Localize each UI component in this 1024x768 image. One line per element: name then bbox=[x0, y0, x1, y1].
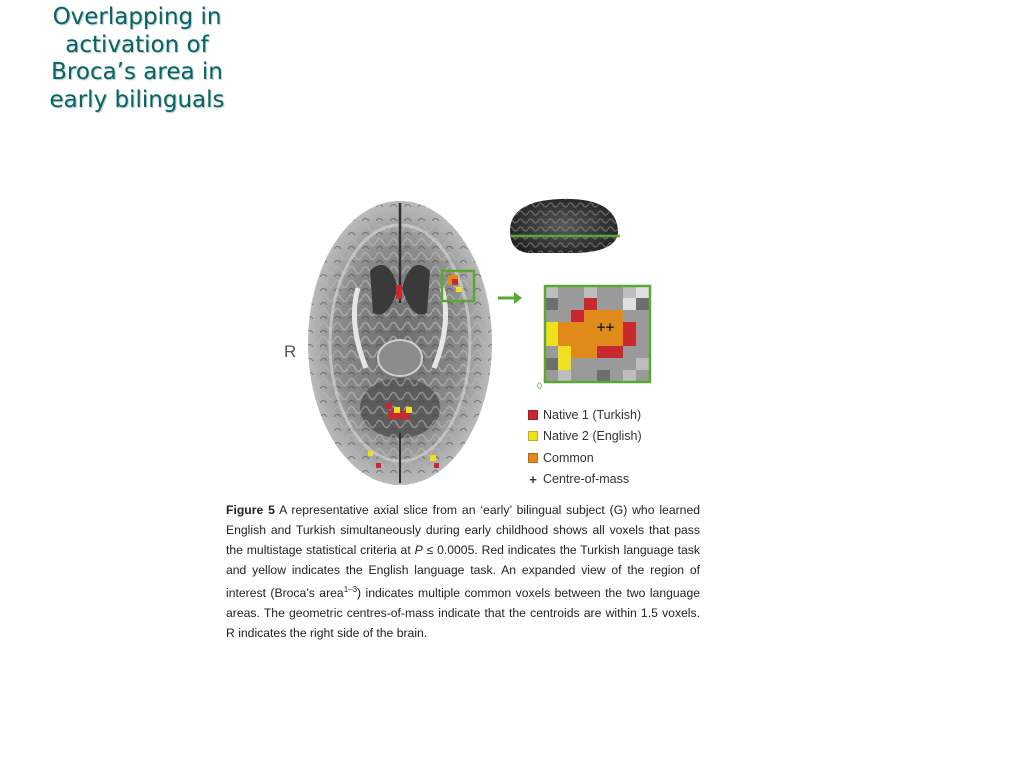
caption-text-2: ≤ 0.0005. Red indicates the Turkish lang… bbox=[226, 543, 700, 601]
figure-number: Figure 5 bbox=[226, 503, 275, 517]
zoom-arrow-icon bbox=[498, 292, 522, 304]
caption-text-1: A representative axial slice from an ‘ea… bbox=[226, 503, 700, 557]
reference-superscript: 1–3 bbox=[343, 585, 358, 594]
legend-label: Native 2 (English) bbox=[543, 429, 642, 444]
roi-box bbox=[440, 269, 476, 303]
plus-icon: + bbox=[529, 471, 537, 487]
english-swatch-icon bbox=[528, 431, 538, 442]
turkish-swatch-icon bbox=[528, 409, 538, 420]
p-symbol: P bbox=[414, 543, 423, 557]
figure-panel: + + 0 R Native 1 (Turkish) Native 2 (Eng… bbox=[278, 193, 718, 493]
axial-brain-slice bbox=[308, 201, 492, 485]
sagittal-brain-thumbnail bbox=[510, 198, 620, 253]
right-side-label: R bbox=[284, 342, 297, 361]
legend-item-centre-of-mass: + Centre-of-mass bbox=[528, 469, 642, 491]
slide-title: Overlapping in activation of Broca’s are… bbox=[49, 4, 225, 113]
legend-label: Native 1 (Turkish) bbox=[543, 407, 642, 422]
legend: Native 1 (Turkish) Native 2 (English) Co… bbox=[528, 404, 642, 490]
inset-axis-label: 0 bbox=[537, 381, 542, 391]
legend-label: Common bbox=[543, 450, 594, 465]
svg-text:+: + bbox=[605, 320, 615, 334]
legend-item-common: Common bbox=[528, 447, 642, 469]
common-swatch-icon bbox=[528, 452, 538, 463]
expanded-roi-grid: + + 0 bbox=[537, 284, 652, 391]
figure-caption: Figure 5 A representative axial slice fr… bbox=[226, 500, 700, 643]
activation-voxels bbox=[368, 275, 462, 468]
legend-label: Centre-of-mass bbox=[543, 472, 630, 487]
brain-scan-image: + + 0 bbox=[308, 198, 652, 485]
legend-item-turkish: Native 1 (Turkish) bbox=[528, 404, 642, 426]
caption-text-3: ) indicates multiple common voxels betwe… bbox=[226, 586, 700, 641]
legend-item-english: Native 2 (English) bbox=[528, 426, 642, 448]
svg-text:+: + bbox=[596, 320, 606, 334]
